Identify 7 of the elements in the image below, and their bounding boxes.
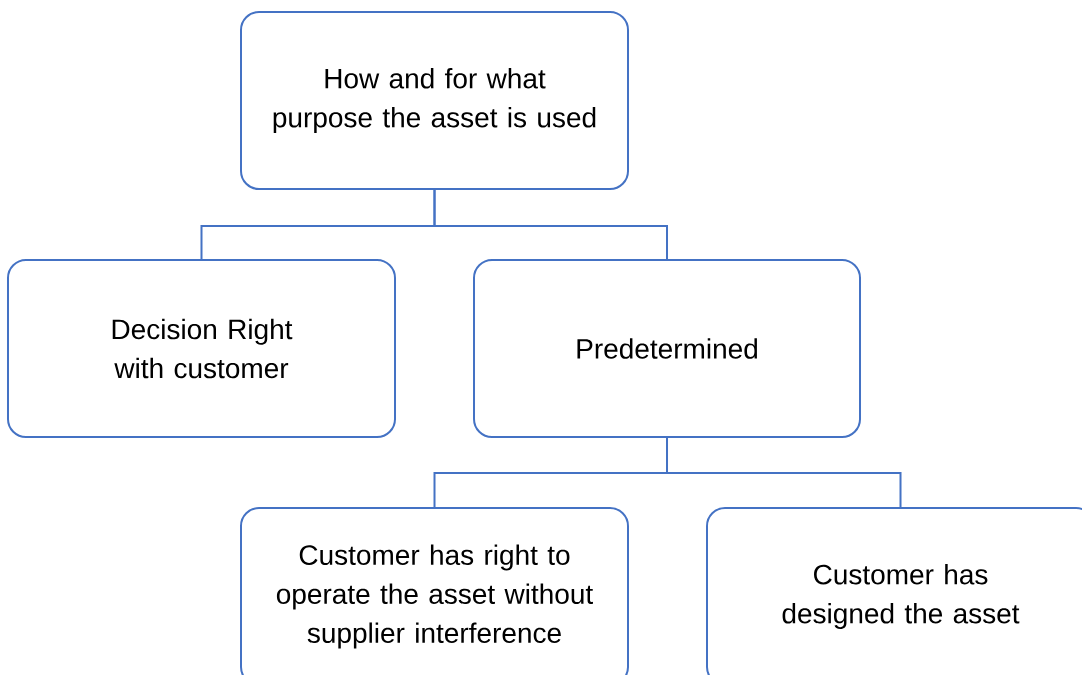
process-box: Predetermined <box>473 259 861 438</box>
process-box: How and for what purpose the asset is used <box>240 11 629 190</box>
connector-line <box>666 437 902 508</box>
process-box: Customer has right to operate the asset without supplier interference <box>240 507 629 675</box>
process-box: Decision Right with customer <box>7 259 396 438</box>
process-box: Customer has designed the asset <box>706 507 1082 675</box>
connector-line <box>433 189 668 260</box>
